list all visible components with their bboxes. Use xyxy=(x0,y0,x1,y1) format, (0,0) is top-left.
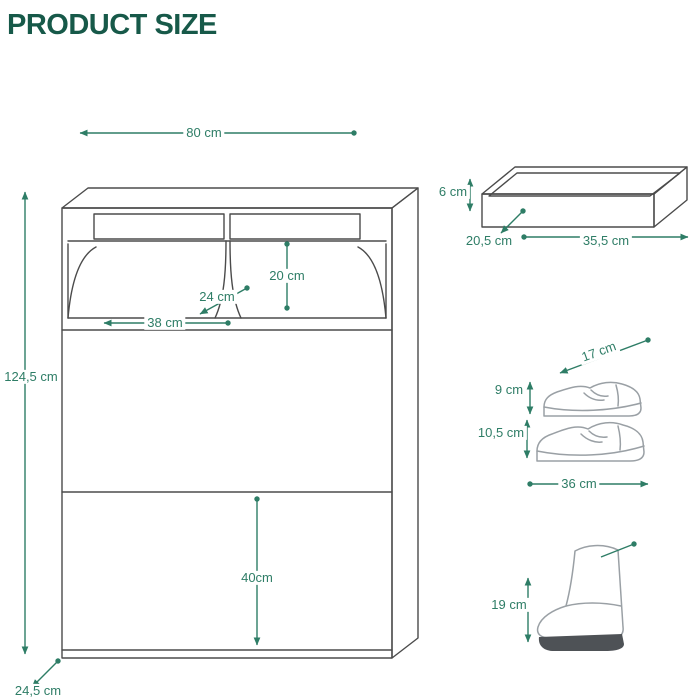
dim-shoe-upper-height-label: 9 cm xyxy=(491,382,527,398)
dim-shelf-depth-label: 24 cm xyxy=(196,289,238,305)
dim-cabinet-width-label: 80 cm xyxy=(183,125,225,141)
dim-cabinet-height-label: 124,5 cm xyxy=(1,369,61,385)
dim-shelf-width-label: 38 cm xyxy=(144,315,186,331)
boot-drawing xyxy=(536,544,624,651)
dim-drawer-depth-label: 20,5 cm xyxy=(462,233,516,249)
boot-top-line xyxy=(600,543,635,558)
page-title: PRODUCT SIZE xyxy=(7,9,217,41)
dim-drawer-height-label: 6 cm xyxy=(435,184,471,200)
dim-shoe-lower-height-label: 10,5 cm xyxy=(474,425,528,441)
cabinet-drawing xyxy=(61,187,419,659)
dim-shoes-width-label: 36 cm xyxy=(558,476,600,492)
sneakers-drawing xyxy=(536,381,645,462)
drawer-drawing xyxy=(481,166,688,228)
dim-drawer-width-label: 35,5 cm xyxy=(579,233,633,249)
dim-shelf-height-label: 20 cm xyxy=(266,268,308,284)
dim-boot-height-label: 19 cm xyxy=(488,597,530,613)
dim-flap-height-label: 40cm xyxy=(238,570,276,586)
dim-cabinet-depth-label: 24,5 cm xyxy=(11,683,65,699)
